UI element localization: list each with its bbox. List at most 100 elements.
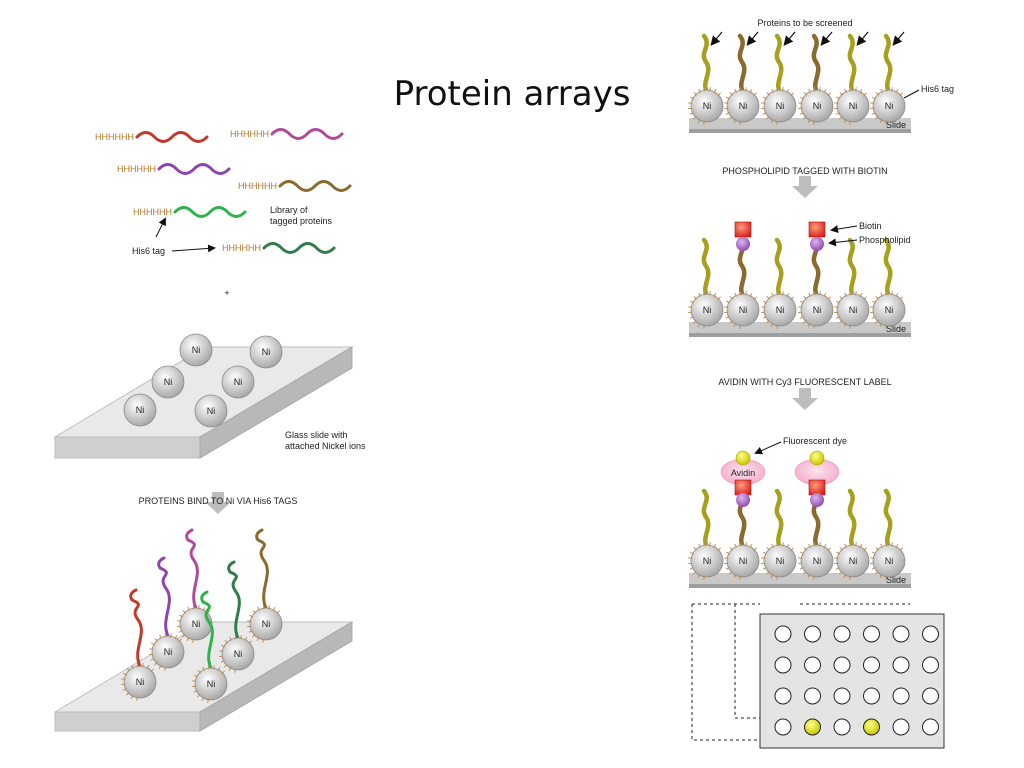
his6-bond [689, 567, 694, 570]
his6-bond [776, 324, 778, 329]
his6-bond [146, 664, 150, 669]
his6-bond [870, 557, 875, 559]
his6-bond [150, 658, 155, 661]
his6-bond [131, 664, 134, 669]
screened-protein-1 [701, 237, 711, 299]
slide-side [199, 346, 353, 459]
his6-bond [880, 88, 883, 93]
his6-bond [855, 87, 857, 92]
his6-bond [693, 546, 697, 551]
nickel-label: Ni [703, 101, 712, 111]
spot-negative [892, 656, 910, 674]
tagged-protein-1 [135, 131, 209, 143]
nickel-label: Ni [813, 556, 822, 566]
nickel-bead: Ni [149, 633, 185, 671]
nickel-bead: Ni [724, 542, 760, 580]
his6-bond [879, 323, 883, 328]
nickel-label: Ni [739, 305, 748, 315]
his6-bond [713, 88, 717, 93]
library-label: tagged proteins [270, 216, 333, 226]
nickel-bead: Ni [179, 333, 213, 367]
his6-bond [703, 542, 706, 547]
his6-bond [196, 694, 201, 698]
his6-bond [272, 606, 276, 611]
his6-bond [802, 320, 807, 324]
spot-negative [892, 718, 910, 736]
his6-bond [703, 291, 706, 296]
his6-bond [790, 547, 795, 551]
biotin-square [808, 479, 826, 496]
his6-bond [229, 636, 232, 641]
his6-bond [745, 542, 747, 547]
his6-bond [849, 120, 851, 125]
screen-arrow [783, 31, 796, 46]
his6-bond [891, 87, 893, 92]
his6-bond [765, 571, 770, 575]
his6-bond [725, 567, 730, 570]
his6-bond [871, 567, 876, 570]
nickel-label: Ni [234, 377, 243, 387]
his6-bond [688, 557, 693, 559]
his6-bond [770, 574, 774, 579]
spot-negative [833, 656, 851, 674]
his6-bond [136, 696, 138, 701]
slide-edge [689, 333, 911, 337]
his6-bond [709, 87, 711, 92]
his6-bond [770, 119, 774, 124]
his6-bond [257, 606, 260, 611]
nickel-bead: Ni [194, 394, 228, 428]
his6-bond [713, 543, 717, 548]
his6-bond [813, 324, 815, 329]
his6-bond [174, 634, 178, 639]
his6-bond [776, 87, 779, 92]
slide-side [199, 621, 353, 732]
his6-bond [170, 633, 172, 638]
his6-bond [823, 88, 827, 93]
nickel-label: Ni [262, 347, 271, 357]
step-arrow [792, 176, 818, 198]
his6-bond [834, 306, 839, 308]
his6-bond [153, 662, 158, 666]
his6-bond [802, 116, 807, 120]
his6-bond [859, 543, 863, 548]
his6-bond [762, 300, 767, 304]
fluorescence-readout-grid [691, 603, 945, 749]
his6-bond [859, 88, 863, 93]
screen-arrow [856, 31, 869, 46]
his6-bond [813, 542, 816, 547]
nickel-bead: Ni [192, 665, 228, 703]
biotin-label: Biotin [859, 221, 882, 231]
screened-protein-6 [883, 488, 893, 550]
bound-protein-2 [157, 556, 171, 638]
bound-protein-4 [200, 590, 214, 670]
his6-bond [703, 87, 706, 92]
his6-bond [798, 306, 803, 308]
nickel-label: Ni [703, 556, 712, 566]
phospholipid-pointer [828, 238, 858, 247]
his6-bond [224, 639, 228, 644]
his6-bond [875, 546, 879, 551]
his6-bond [765, 116, 770, 120]
his6-bond [899, 92, 904, 96]
nickel-label: Ni [739, 556, 748, 566]
spot-negative [833, 687, 851, 705]
his6-bond [725, 96, 730, 100]
his6-bond [220, 644, 225, 648]
screened-protein-3 [774, 488, 784, 550]
nickel-ion [763, 544, 797, 578]
his6-bond [234, 635, 237, 640]
nickel-bead: Ni [724, 87, 760, 125]
his6-bond [839, 295, 843, 300]
spot-negative [863, 687, 880, 705]
his6-bond [798, 102, 803, 104]
his6-bond [765, 320, 770, 324]
spot-negative [774, 718, 792, 736]
avidin-label: Avidin [731, 468, 755, 478]
nickel-ion [836, 293, 870, 327]
his6-bond [697, 323, 701, 328]
his6-bond [136, 663, 139, 668]
his6-bond [688, 311, 693, 314]
his6-bond [762, 316, 767, 319]
his6-pointer [903, 89, 920, 99]
